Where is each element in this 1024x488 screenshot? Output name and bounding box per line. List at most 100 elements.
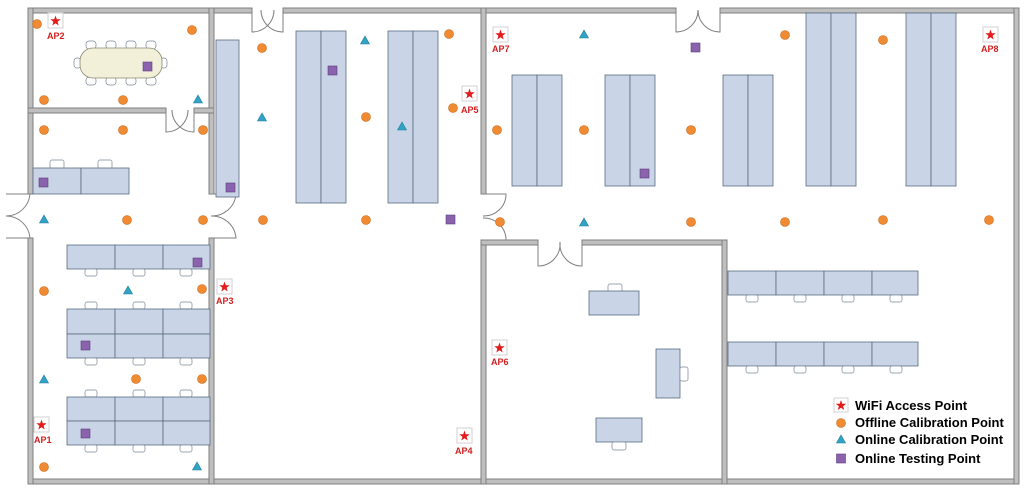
- online-calibration-point: [38, 214, 50, 224]
- offline-calibration-point: [780, 217, 790, 227]
- ap-label: AP2: [47, 31, 65, 41]
- offline-calibration-point: [197, 374, 207, 384]
- furniture: [32, 12, 957, 453]
- online-calibration-point: [38, 374, 50, 384]
- door-center: [482, 193, 507, 217]
- offline-calibration-point: [361, 215, 371, 225]
- doors: [5, 9, 721, 267]
- offline-calibration-point: [118, 125, 128, 135]
- offline-calibration-point: [448, 103, 458, 113]
- online-testing-point: [445, 214, 456, 225]
- desk: [595, 417, 643, 443]
- offline-calibration-point: [258, 215, 268, 225]
- door-meeting-room-b: [171, 109, 195, 133]
- offline-calibration-point: [257, 43, 267, 53]
- offline-calibration-point: [878, 215, 888, 225]
- wall-meeting-room-bottom: [27, 107, 167, 114]
- orange-circle-icon: [836, 418, 846, 428]
- wall-inner-room-right: [721, 239, 728, 485]
- wifi-access-point-ap6: AP6: [491, 339, 509, 367]
- online-calibration-point: [359, 35, 371, 45]
- online-calibration-point: [578, 29, 590, 39]
- outer-wall-right: [1013, 7, 1020, 485]
- outer-wall-left-lower: [27, 237, 34, 485]
- offline-calibration-point: [361, 112, 371, 122]
- door-top-right-b: [697, 9, 721, 33]
- offline-calibration-point: [780, 30, 790, 40]
- wifi-access-point-ap5: AP5: [461, 85, 479, 115]
- ap-label: AP6: [491, 357, 509, 367]
- offline-calibration-point: [131, 374, 141, 384]
- offline-calibration-point: [39, 125, 49, 135]
- offline-calibration-point: [492, 125, 502, 135]
- desk: [655, 348, 681, 399]
- legend-item-online-test: Online Testing Point: [836, 451, 981, 466]
- online-calibration-points: [38, 29, 590, 471]
- wifi-access-point-ap2: AP2: [47, 12, 65, 41]
- online-testing-point: [327, 65, 338, 76]
- wifi-access-points: AP1 AP2 AP3 AP4 AP5 AP6: [33, 12, 999, 456]
- offline-calibration-point: [878, 35, 888, 45]
- wifi-access-point-ap4: AP4: [455, 427, 473, 456]
- online-calibration-point: [192, 94, 204, 104]
- door-top-left-b: [260, 9, 284, 33]
- online-calibration-point: [122, 285, 134, 295]
- wall-right-mid-left: [480, 239, 539, 246]
- online-calibration-point: [578, 217, 590, 227]
- wifi-access-point-ap8: AP8: [981, 26, 999, 54]
- walls: [27, 7, 1020, 485]
- ap-label: AP5: [461, 105, 479, 115]
- outer-wall-bottom: [27, 478, 1020, 485]
- desk: [114, 244, 164, 270]
- online-testing-point: [225, 182, 236, 193]
- legend-item-offline-cal: Offline Calibration Point: [836, 415, 1004, 430]
- outer-wall-top-right: [719, 7, 1020, 14]
- desk: [66, 244, 116, 270]
- wall-meeting-room-bottom-right: [193, 107, 215, 114]
- ap-label: AP1: [34, 435, 52, 445]
- meeting-table: [73, 40, 168, 86]
- offline-calibration-point: [118, 95, 128, 105]
- cabinet: [215, 39, 240, 198]
- offline-calibration-point: [495, 217, 505, 227]
- wifi-access-point-ap1: AP1: [33, 416, 52, 445]
- online-testing-points: [38, 42, 701, 439]
- ap-label: AP8: [981, 44, 999, 54]
- online-calibration-point: [256, 112, 268, 122]
- desk: [162, 244, 211, 270]
- online-testing-point: [639, 168, 650, 179]
- legend: WiFi Access Point Offline Calibration Po…: [833, 397, 1004, 466]
- desk: [588, 290, 640, 316]
- wall-left-wing-upper: [208, 7, 215, 195]
- offline-calibration-point: [122, 215, 132, 225]
- legend-label-wifi-ap: WiFi Access Point: [855, 398, 968, 413]
- online-testing-point: [690, 42, 701, 53]
- outer-wall-top-mid: [282, 7, 677, 14]
- online-calibration-point: [396, 121, 408, 131]
- door-left-entry-b: [5, 215, 31, 239]
- ap-label: AP3: [216, 296, 234, 306]
- wall-right-mid-right: [581, 239, 728, 246]
- door-wing-link-b: [210, 215, 237, 239]
- legend-label-online-cal: Online Calibration Point: [855, 432, 1004, 447]
- blue-triangle-icon: [835, 434, 847, 444]
- legend-label-online-test: Online Testing Point: [855, 451, 981, 466]
- legend-label-offline-cal: Offline Calibration Point: [855, 415, 1004, 430]
- door-meeting-room: [165, 109, 189, 133]
- offline-calibration-point: [39, 95, 49, 105]
- door-top-right: [675, 9, 699, 33]
- online-testing-point: [38, 177, 49, 188]
- offline-calibration-point: [686, 217, 696, 227]
- legend-item-wifi-ap: WiFi Access Point: [833, 397, 968, 413]
- outer-wall-top-left: [27, 7, 253, 14]
- outer-wall-left-upper: [27, 7, 34, 195]
- wifi-access-point-ap7: AP7: [492, 26, 510, 54]
- offline-calibration-point: [984, 215, 994, 225]
- offline-calibration-point: [198, 125, 208, 135]
- wall-left-wing-lower: [208, 237, 215, 485]
- offline-calibration-point: [39, 286, 49, 296]
- online-testing-point: [80, 428, 91, 439]
- offline-calibration-point: [32, 19, 42, 29]
- offline-calibration-point: [39, 462, 49, 472]
